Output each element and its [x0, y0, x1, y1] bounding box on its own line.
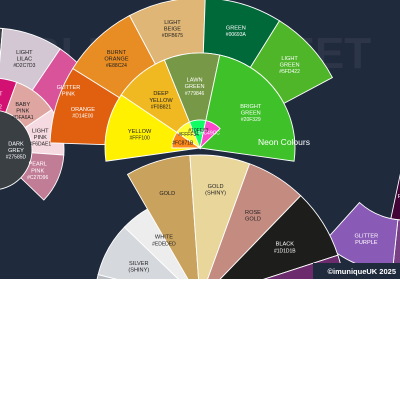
colour-chart: BLITTERSWEET LIGHTGARNET#B0091BFUCHIA#92…	[0, 0, 400, 279]
swatch-purple	[391, 219, 400, 275]
swatch-label-orange: ORANGE#D14E00	[71, 107, 96, 120]
swatch-label-green: GREEN#00693A	[226, 26, 247, 39]
swatch-label-yellow: YELLOW#FFF100	[128, 129, 152, 142]
swatch-label-silver-shiny: SILVER(SHINY)	[128, 261, 149, 274]
credit: ©imuniqueUK 2025	[328, 267, 396, 276]
swatch-label-gold-shiny: GOLD(SHINY)	[205, 184, 226, 197]
swatch-label-neon-green: #10FE63	[188, 128, 209, 134]
swatch-label-red-wine: RED WINE#420336	[398, 194, 400, 207]
swatch-dark-grey	[0, 110, 33, 190]
swatch-label-white: WHITE#EDEDED	[152, 235, 176, 248]
swatch-neon-pink	[199, 120, 221, 150]
swatch-label-neon-orange: #FC871B	[172, 141, 194, 147]
neon-colours-label: Neon Colours	[258, 137, 310, 147]
swatch-label-neon-pink: #FC49CC	[198, 130, 221, 136]
credit-bar	[313, 263, 400, 279]
swatch-red-wine	[390, 173, 400, 221]
swatch-labels: LIGHTGARNET#B0091BFUCHIA#921B48DARKGREY#…	[0, 20, 400, 274]
swatch-label-neon-yellow: #FFFF34	[178, 132, 199, 138]
swatch-label-black: BLACK#1D1D1B	[274, 242, 296, 255]
swatch-bright-green	[199, 54, 296, 162]
swatch-label-bright-pink: BRIGHTPINK#D31172	[0, 91, 3, 110]
swatch-label-gold: GOLD	[159, 191, 175, 197]
empty-area	[0, 279, 400, 400]
swatch-wedges	[0, 0, 400, 279]
